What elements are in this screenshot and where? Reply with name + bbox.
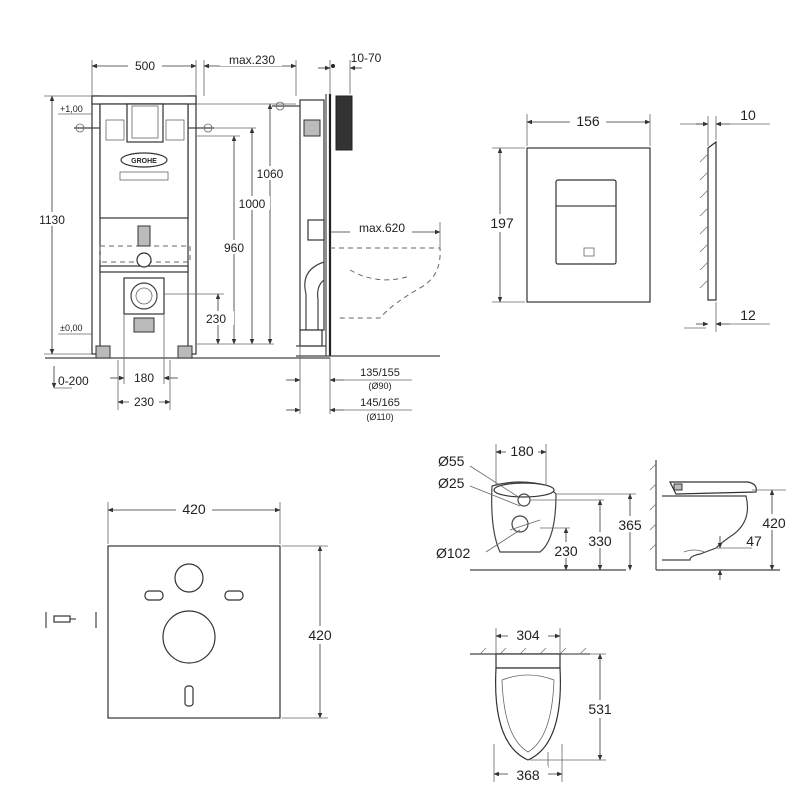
- dim-pipe-110: (Ø110): [366, 412, 393, 422]
- dim-frame-width: 500: [135, 59, 155, 73]
- dim-plate-thickness-bottom: 12: [740, 307, 756, 323]
- dim-bowl-230: 230: [554, 543, 578, 559]
- dim-mat-height: 420: [308, 627, 332, 643]
- bowl-rear-view: Ø55 Ø25 Ø102 180 230 330 365: [436, 442, 646, 571]
- dim-plate-thickness-top: 10: [740, 107, 756, 123]
- dim-max-230: max.230: [229, 53, 275, 67]
- flush-plate-view: 156 197 10 12: [484, 107, 770, 332]
- level-top-label: +1,00: [60, 104, 83, 114]
- dim-960: 960: [224, 241, 244, 255]
- dim-bowl-365: 365: [618, 517, 642, 533]
- dim-d25: Ø25: [438, 475, 465, 491]
- dim-1000: 1000: [239, 197, 266, 211]
- dim-max-620: max.620: [359, 221, 405, 235]
- dim-plate-height: 197: [490, 215, 514, 231]
- dim-180-frame: 180: [134, 371, 154, 385]
- dim-bowl-47: 47: [746, 533, 762, 549]
- dim-bowl-531: 531: [588, 701, 612, 717]
- dim-pipe-90: (Ø90): [368, 381, 391, 391]
- dim-bowl-368: 368: [516, 767, 540, 783]
- dim-bowl-304: 304: [516, 627, 540, 643]
- dim-mat-width: 420: [182, 501, 206, 517]
- dim-plate-width: 156: [576, 113, 600, 129]
- dim-frame-height: 1130: [39, 213, 65, 227]
- bowl-side-profile: 420 47: [649, 460, 790, 580]
- bowl-top-view: 304 531 368: [470, 626, 618, 783]
- dim-230-drain-height: 230: [206, 312, 226, 326]
- frame-side-view: max.230 10-70 max.620: [203, 51, 441, 422]
- insulation-mat-view: 420 420: [45, 500, 338, 719]
- dim-bowl-180: 180: [510, 443, 534, 459]
- level-bottom-label: ±0,00: [60, 323, 82, 333]
- dim-10-70: 10-70: [351, 51, 382, 65]
- brand-label: GROHE: [131, 158, 157, 165]
- dim-d102: Ø102: [436, 545, 470, 561]
- dim-0-200: 0-200: [58, 374, 89, 388]
- dim-135-155: 135/155: [360, 367, 400, 379]
- frame-front-view: GROHE +1,00 ±0,00 500 1130: [34, 58, 330, 410]
- dim-bowl-330: 330: [588, 533, 612, 549]
- dim-bowl-420: 420: [762, 515, 786, 531]
- dim-230-bottom: 230: [134, 395, 154, 409]
- dim-1060: 1060: [257, 167, 284, 181]
- dim-d55: Ø55: [438, 453, 465, 469]
- dim-145-165: 145/165: [360, 397, 400, 409]
